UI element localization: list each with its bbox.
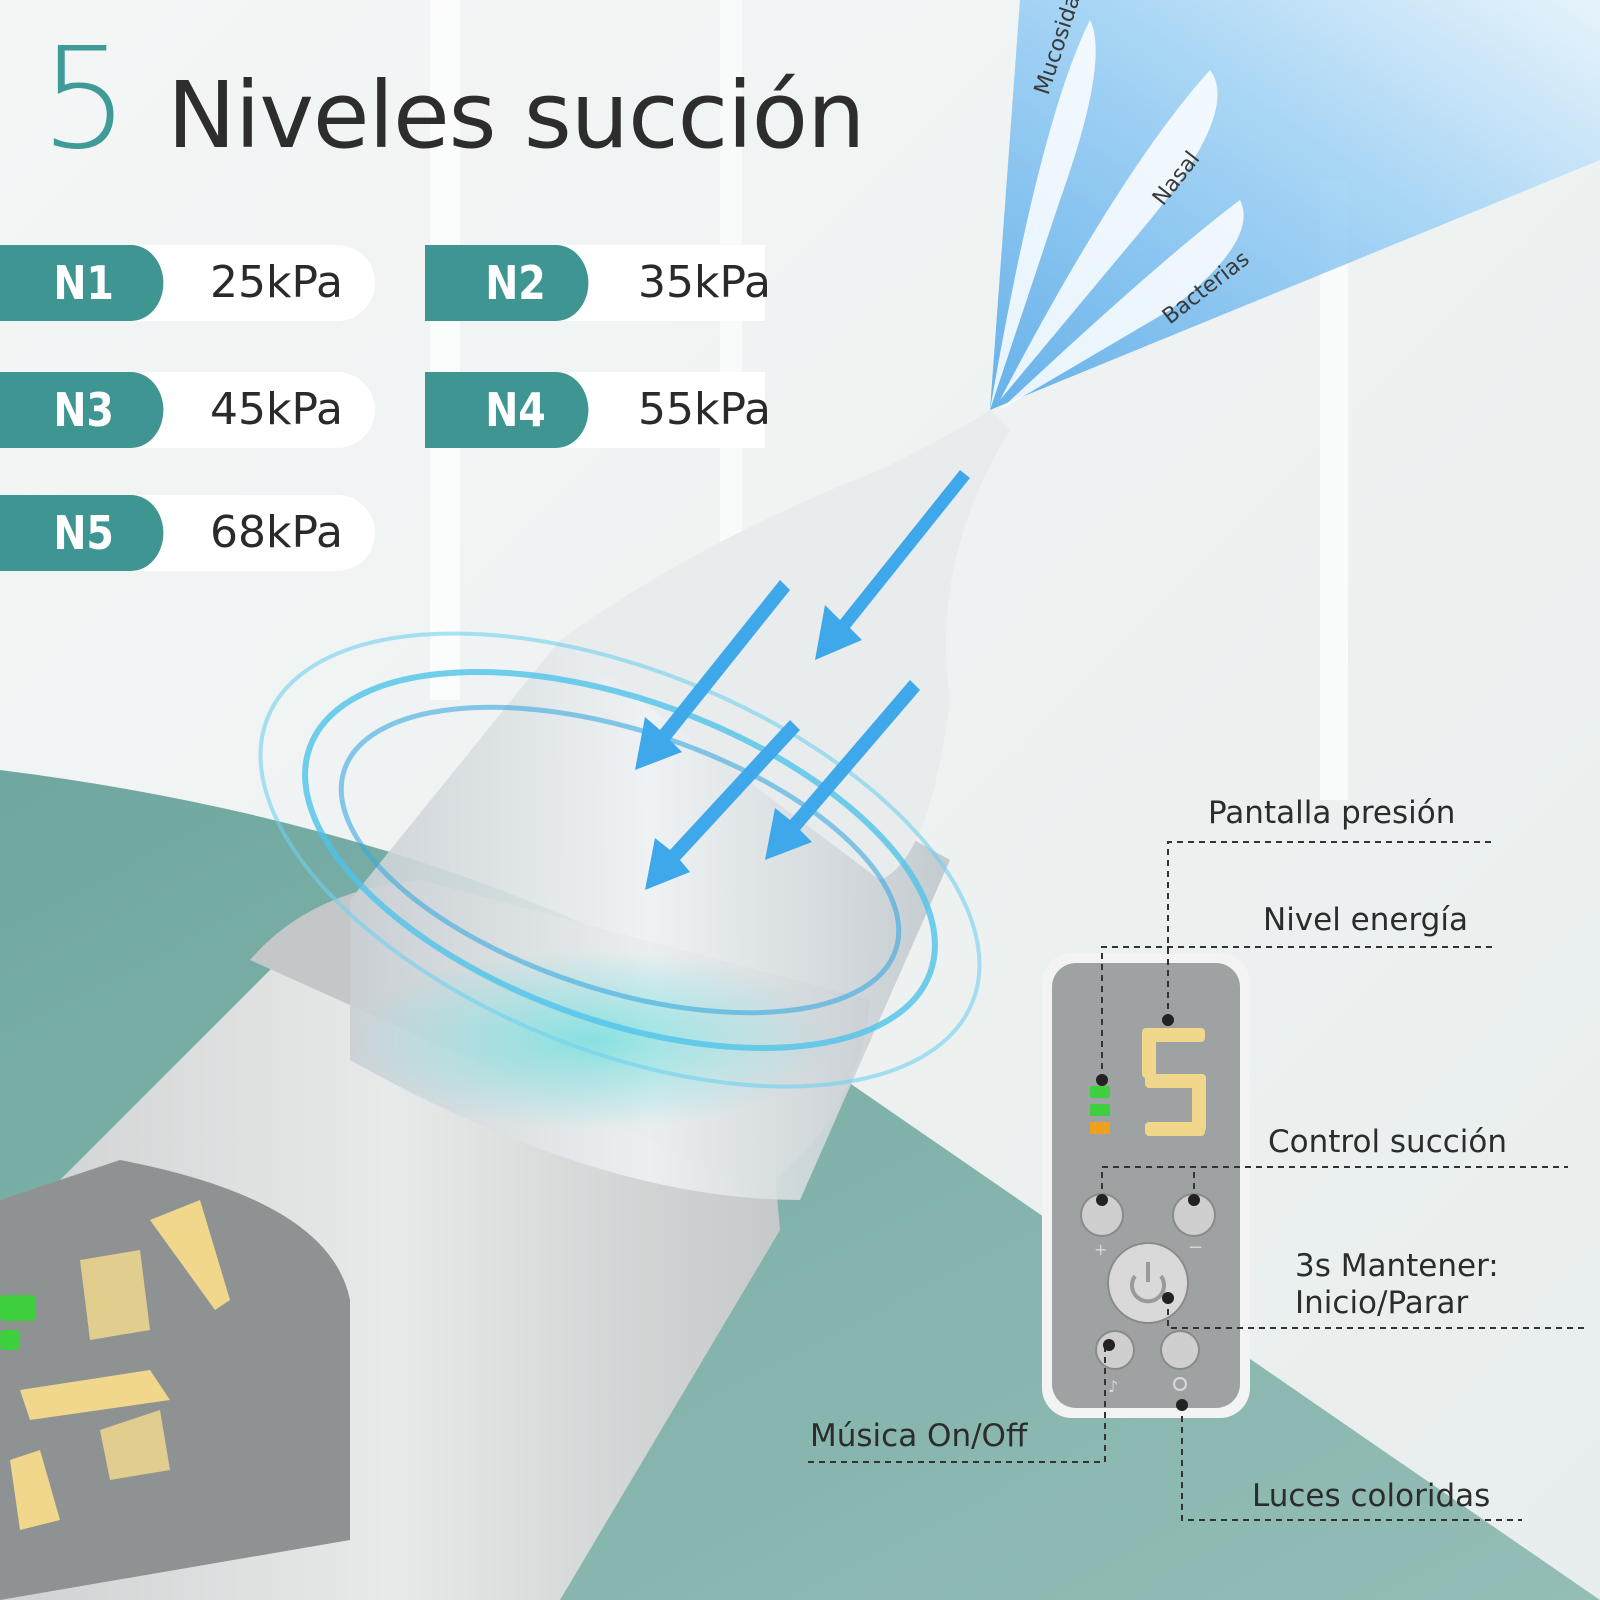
level-label: N5 bbox=[0, 495, 164, 571]
callout-lines bbox=[808, 841, 1585, 1521]
levels-count: 5 bbox=[40, 18, 130, 181]
callout-suction-control: Control succión bbox=[1268, 1124, 1508, 1160]
level-label: N4 bbox=[425, 372, 589, 448]
level-n5: 68kPa N5 bbox=[0, 495, 375, 571]
music-button[interactable] bbox=[1095, 1330, 1135, 1370]
callout-hold-line1: 3s Mantener: bbox=[1295, 1248, 1499, 1284]
power-icon bbox=[1130, 1274, 1166, 1304]
page-title: 5 Niveles succión bbox=[40, 18, 865, 190]
level-n4: 55kPa N4 bbox=[425, 372, 771, 448]
level-n1: 25kPa N1 bbox=[0, 245, 375, 321]
minus-icon: − bbox=[1188, 1237, 1203, 1258]
callout-music: Música On/Off bbox=[810, 1418, 1028, 1454]
display-digit bbox=[1142, 1028, 1206, 1136]
battery-icon bbox=[1090, 1086, 1110, 1134]
callout-pressure-display: Pantalla presión bbox=[1208, 795, 1456, 831]
level-n2: 35kPa N2 bbox=[425, 245, 771, 321]
level-label: N3 bbox=[0, 372, 164, 448]
callout-hold-line2: Inicio/Parar bbox=[1295, 1285, 1469, 1321]
level-n3: 45kPa N3 bbox=[0, 372, 375, 448]
level-label: N1 bbox=[0, 245, 164, 321]
lights-button[interactable] bbox=[1160, 1330, 1200, 1370]
callout-lights: Luces coloridas bbox=[1252, 1478, 1491, 1514]
callout-battery-level: Nivel energía bbox=[1263, 902, 1468, 938]
title-text: Niveles succión bbox=[167, 62, 865, 169]
plus-icon: + bbox=[1094, 1240, 1107, 1259]
power-button[interactable] bbox=[1107, 1242, 1189, 1324]
music-note-icon: ♪ bbox=[1108, 1377, 1118, 1396]
level-label: N2 bbox=[425, 245, 589, 321]
bulb-icon bbox=[1173, 1377, 1187, 1391]
